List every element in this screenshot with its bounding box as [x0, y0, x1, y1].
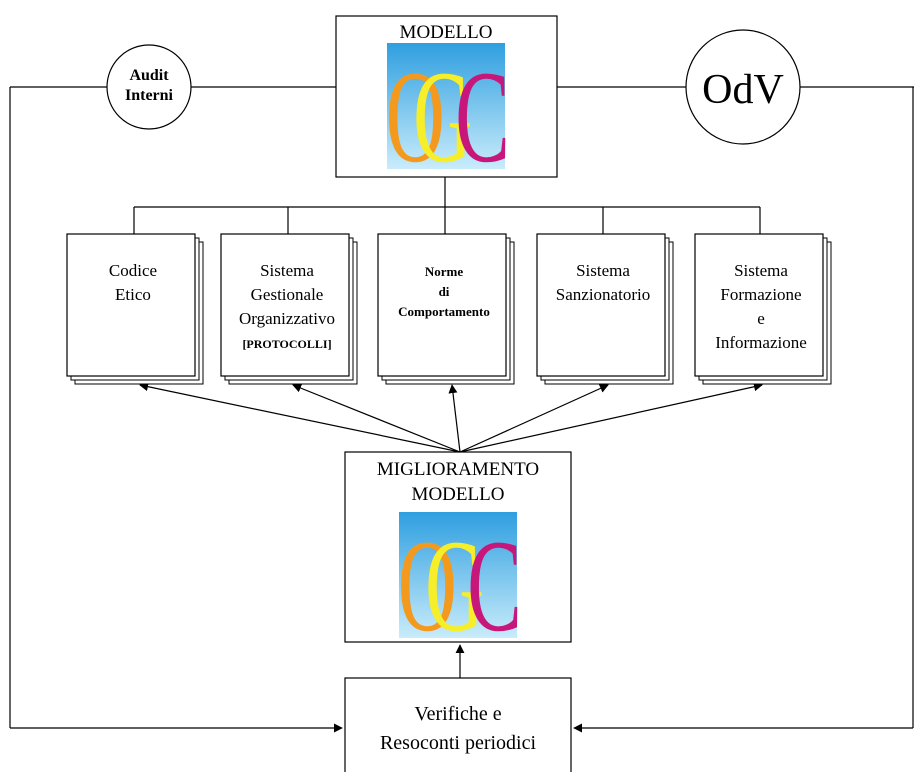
ogc-logo-2: O G C — [398, 512, 522, 659]
doc5-line2: Formazione — [720, 285, 801, 304]
audit-line1: Audit — [129, 67, 169, 84]
logo2-letter-o: O — [398, 512, 457, 659]
document-stacks: Codice Etico Sistema Gestionale Organizz… — [66, 233, 832, 385]
verifiche-line1: Verifiche e — [414, 703, 501, 725]
arrow-to-doc1 — [139, 382, 461, 453]
doc5-line3: e — [757, 309, 765, 328]
miglioramento-line2: MODELLO — [412, 484, 505, 505]
doc3-line3: Comportamento — [398, 304, 490, 319]
doc3-line1: Norme — [425, 264, 463, 279]
doc1-line1: Codice — [109, 261, 157, 280]
arrow-to-doc2 — [292, 383, 461, 453]
doc-norme-comportamento: Norme di Comportamento — [377, 233, 515, 385]
logo2-letter-c: C — [467, 512, 522, 659]
doc-codice-etico: Codice Etico — [66, 233, 204, 385]
doc4-line1: Sistema — [576, 261, 630, 280]
logo-background — [387, 43, 505, 169]
modello-box: MODELLO O G C — [335, 15, 558, 190]
doc2-line2: Gestionale — [251, 285, 324, 304]
audit-line2: Interni — [125, 87, 174, 104]
doc-sistema-formazione: Sistema Formazione e Informazione — [694, 233, 832, 385]
modello-title: MODELLO — [400, 22, 493, 43]
doc-sistema-sanzionatorio: Sistema Sanzionatorio — [536, 233, 674, 385]
odv-node: OdV — [685, 29, 801, 145]
arrow-to-doc5 — [459, 382, 763, 453]
miglioramento-box: MIGLIORAMENTO MODELLO O G C — [344, 451, 572, 659]
ogc-logo: O G C — [386, 43, 510, 190]
logo-letter-g: G — [413, 43, 472, 190]
odv-label: OdV — [702, 67, 784, 113]
verifiche-line2: Resoconti periodici — [380, 732, 537, 754]
logo-letter-o: O — [386, 43, 445, 190]
connectors — [9, 86, 914, 733]
doc2-line1: Sistema — [260, 261, 314, 280]
doc5-line4: Informazione — [715, 333, 807, 352]
doc5-line1: Sistema — [734, 261, 788, 280]
doc2-line3: Organizzativo — [239, 309, 335, 328]
doc2-line4: [PROTOCOLLI] — [242, 337, 331, 351]
audit-interni-node: Audit Interni — [106, 44, 192, 130]
logo-letter-c: C — [455, 43, 510, 190]
miglioramento-line1: MIGLIORAMENTO — [377, 459, 539, 480]
verifiche-box: Verifiche e Resoconti periodici — [344, 677, 572, 772]
logo2-background — [399, 512, 517, 638]
logo2-letter-g: G — [425, 512, 484, 659]
arrow-to-doc4 — [459, 384, 609, 453]
doc-sistema-gestionale: Sistema Gestionale Organizzativo [PROTOC… — [220, 233, 358, 385]
doc4-line2: Sanzionatorio — [556, 285, 650, 304]
doc3-line2: di — [439, 284, 450, 299]
arrow-to-doc3 — [448, 384, 461, 453]
doc1-line2: Etico — [115, 285, 151, 304]
